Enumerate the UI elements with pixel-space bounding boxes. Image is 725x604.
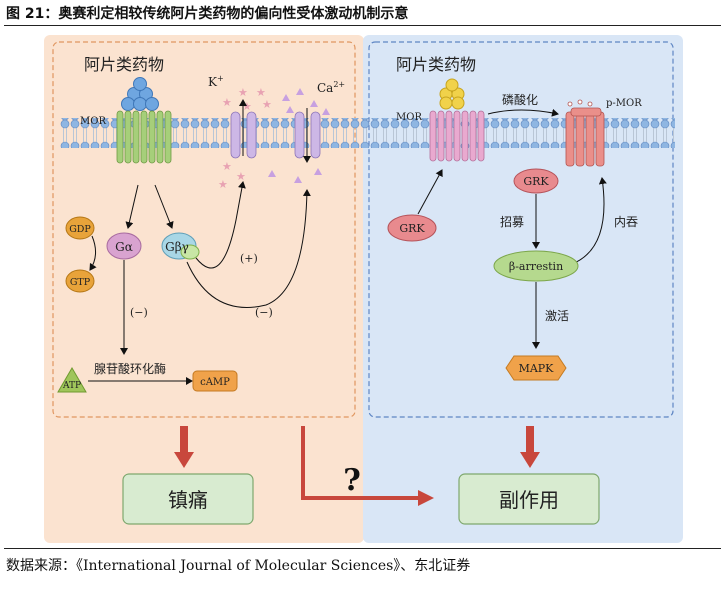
svg-text:GDP: GDP [69, 224, 91, 235]
g-beta-gamma-node: Gβγ [161, 232, 200, 260]
svg-text:★: ★ [222, 160, 232, 173]
right-mor-label: MOR [396, 112, 422, 123]
gbg-to-k-activate-arrow [195, 181, 246, 269]
svg-text:★: ★ [262, 98, 272, 111]
svg-text:★: ★ [256, 86, 266, 99]
left-outcome-arrow [174, 426, 194, 468]
svg-text:β-arrestin: β-arrestin [509, 260, 563, 273]
mor-to-gbg-arrow [154, 184, 174, 229]
source-rule [4, 548, 721, 549]
grk-bound-node: GRK [513, 168, 559, 194]
svg-text:★: ★ [238, 86, 248, 99]
ca-ion-triangle-icon [268, 88, 330, 183]
svg-text:★: ★ [236, 170, 246, 183]
left-mor-label: MOR [80, 116, 106, 127]
left-dashed-box [52, 41, 356, 418]
k-channel-icon [230, 111, 257, 159]
p-mor-receptor-icon [565, 99, 605, 167]
recruit-label: 招募 [500, 215, 524, 229]
crossover-arrow-head [418, 490, 434, 506]
grk-free-node: GRK [387, 214, 437, 242]
opioid-ligand-yellow-icon [439, 78, 465, 110]
phosphorylation-label: 磷酸化 [502, 92, 538, 107]
phosphorylation-arrow [487, 108, 559, 117]
g-alpha-node: Gα [106, 232, 142, 260]
left-heading: 阿片类药物 [84, 55, 164, 74]
question-mark: ? [343, 463, 361, 498]
svg-text:★: ★ [222, 96, 232, 109]
gbg-inhibit-label: (−) [255, 306, 273, 319]
grk-to-mor-arrow [417, 169, 443, 215]
activate-label: 激活 [545, 309, 569, 323]
svg-text:GRK: GRK [399, 222, 425, 235]
right-heading: 阿片类药物 [396, 55, 476, 74]
side-effects-box: 副作用 [458, 473, 600, 525]
svg-text:Gα: Gα [115, 240, 133, 254]
svg-text:GTP: GTP [70, 277, 91, 288]
svg-text:ATP: ATP [62, 381, 81, 391]
figure-title: 图 21：奥赛利定相较传统阿片类药物的偏向性受体激动机制示意 [6, 6, 409, 22]
svg-text:★: ★ [218, 178, 228, 191]
svg-text:★: ★ [242, 100, 252, 113]
adenylate-cyclase-label: 腺苷酸环化酶 [94, 361, 166, 376]
ca-ion-label: Ca2+ [317, 80, 345, 95]
crossover-arrow [301, 426, 420, 500]
svg-text:镇痛: 镇痛 [168, 488, 208, 512]
mor-receptor-pink-icon [429, 110, 485, 162]
svg-text:Gβγ: Gβγ [165, 240, 189, 254]
right-dashed-box [368, 41, 674, 418]
gtp-node: GTP [65, 269, 95, 293]
k-ion-star-icon: ★★★ ★★ ★★★ [218, 86, 272, 191]
camp-node: cAMP [192, 370, 238, 392]
analgesia-box: 镇痛 [122, 473, 254, 525]
endocytosis-label: 内吞 [614, 215, 638, 229]
k-ion-label: K+ [208, 74, 224, 89]
svg-text:MAPK: MAPK [519, 362, 555, 375]
mor-to-galpha-arrow [125, 184, 139, 229]
right-outcome-arrow [520, 426, 540, 468]
beta-arrestin-node: β-arrestin [493, 250, 579, 282]
svg-text:GRK: GRK [523, 175, 549, 188]
opioid-ligand-blue-icon [121, 77, 159, 111]
gdp-to-gtp-arrow [89, 235, 97, 271]
svg-text:副作用: 副作用 [499, 488, 559, 512]
p-mor-label: p-MOR [606, 98, 642, 109]
gdp-node: GDP [65, 216, 95, 240]
svg-text:cAMP: cAMP [200, 377, 230, 388]
atp-node: ATP [57, 367, 87, 393]
gbg-activate-label: (+) [240, 252, 258, 265]
source-note: 数据来源：《International Journal of Molecular… [6, 558, 471, 574]
gbg-to-ca-inhibit-arrow [186, 189, 311, 308]
ca-channel-icon [294, 111, 321, 159]
mapk-node: MAPK [505, 355, 567, 381]
title-rule [4, 25, 721, 26]
mor-receptor-green-icon [116, 110, 172, 164]
galpha-inhibit-label: (−) [130, 306, 148, 319]
endocytosis-arrow [571, 177, 607, 265]
